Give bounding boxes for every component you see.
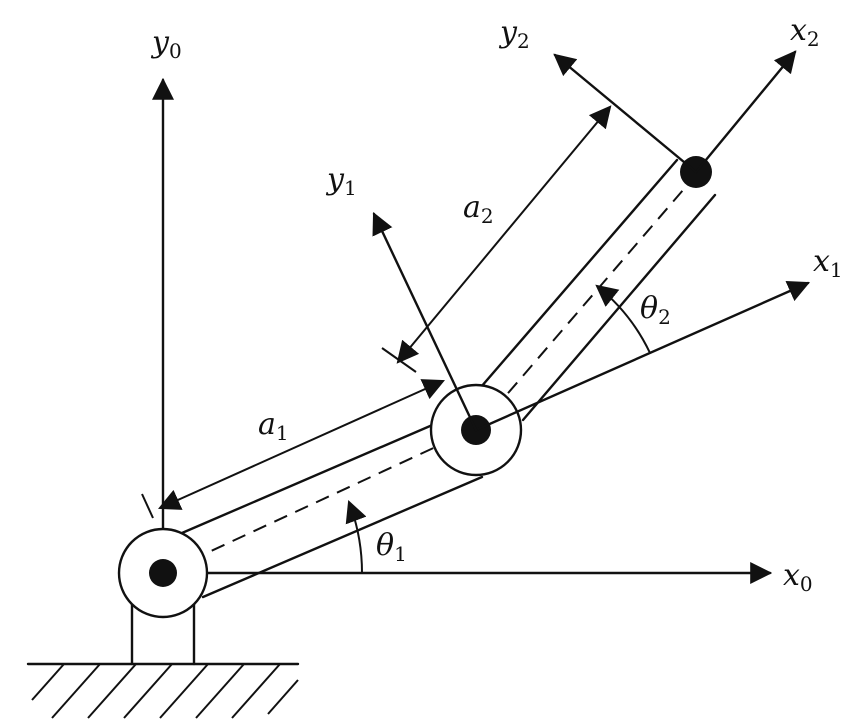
label-x2: x2	[790, 13, 820, 51]
label-x1: x1	[813, 244, 843, 282]
joint-1	[117, 527, 209, 619]
label-y0: y0	[150, 25, 182, 63]
y1-axis	[372, 212, 478, 432]
label-y1: y1	[325, 162, 357, 200]
label-a2: a2	[463, 190, 494, 228]
link-2-centerline	[477, 174, 697, 429]
a2-dimension	[381, 105, 612, 373]
label-y2: y2	[498, 15, 530, 53]
link-2	[477, 158, 717, 429]
ground-hatch	[26, 662, 300, 719]
label-a1: a1	[258, 407, 289, 445]
a1-dimension	[141, 379, 446, 519]
theta1-arc	[345, 499, 367, 574]
x1-axis	[474, 280, 811, 432]
y2-axis	[553, 53, 698, 174]
label-theta1: θ1	[376, 528, 407, 566]
theta2-arc	[595, 284, 651, 354]
label-theta2: θ2	[640, 291, 671, 329]
label-x0: x0	[783, 558, 813, 596]
x2-axis	[694, 50, 797, 174]
base-pedestal	[130, 596, 196, 666]
